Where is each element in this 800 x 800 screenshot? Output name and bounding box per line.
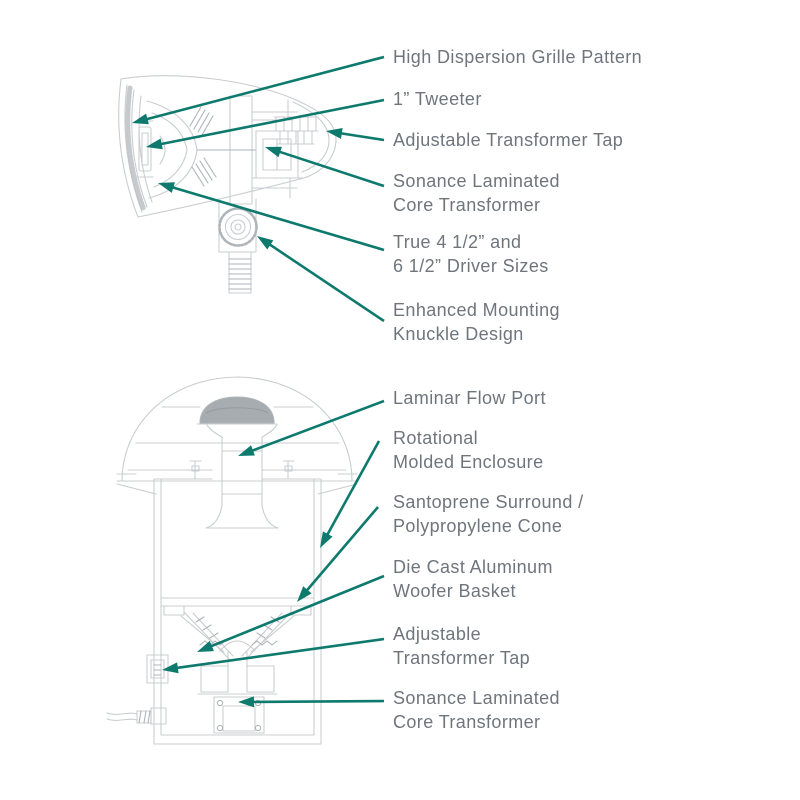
callout-arrowhead-adjustable-transformer-tap	[326, 128, 343, 139]
callout-label-santoprene-surround-polypropylene: Santoprene Surround / Polypropylene Cone	[393, 491, 584, 536]
callout-arrow-line-rotational-molded-enclosure	[325, 440, 381, 538]
callout-label-die-cast-aluminum: Die Cast Aluminum Woofer Basket	[393, 556, 553, 601]
callout-label-enhanced-mounting-knuckle: Enhanced Mounting Knuckle Design	[393, 299, 560, 344]
callout-arrow-line-1-tweeter	[158, 98, 385, 146]
callout-arrowhead-sonance-laminated-core	[238, 696, 255, 708]
callout-label-sonance-laminated-core: Sonance Laminated Core Transformer	[393, 687, 560, 732]
subwoofer-drawing	[106, 376, 358, 745]
callout-arrowhead-santoprene-surround-polypropylene	[297, 586, 312, 602]
callout-label-adjustable-transformer-tap: Adjustable Transformer Tap	[393, 129, 624, 150]
callout-arrowhead-rotational-molded-enclosure	[320, 531, 333, 548]
callout-arrowhead-laminar-flow-port	[238, 445, 255, 456]
callout-arrow-line-enhanced-mounting-knuckle	[267, 242, 385, 323]
callout-arrow-line-die-cast-aluminum	[208, 574, 385, 649]
callout-arrowhead-adjustable-transformer-tap	[162, 662, 179, 674]
callout-label-true-4-1: True 4 1/2” and 6 1/2” Driver Sizes	[393, 231, 549, 276]
satellite-speaker-drawing	[118, 75, 337, 294]
callout-label-high-dispersion-grille: High Dispersion Grille Pattern	[393, 46, 643, 67]
callout-arrow-line-laminar-flow-port	[249, 399, 385, 453]
callout-arrowhead-1-tweeter	[146, 138, 163, 150]
callout-label-adjustable-transformer-tap: Adjustable Transformer Tap	[393, 623, 531, 668]
callout-arrow-line-sonance-laminated-core	[250, 699, 385, 704]
callout-arrowhead-die-cast-aluminum	[197, 640, 214, 652]
callout-arrow-line-true-4-1	[170, 185, 385, 252]
callout-arrow-line-sonance-laminated-core	[276, 149, 385, 188]
callout-arrow-line-high-dispersion-grille	[144, 55, 385, 121]
callout-label-laminar-flow-port: Laminar Flow Port	[393, 387, 546, 408]
callout-arrow-line-adjustable-transformer-tap	[174, 637, 385, 670]
callout-arrowhead-high-dispersion-grille	[132, 113, 149, 125]
callout-label-rotational-molded-enclosure: Rotational Molded Enclosure	[393, 427, 544, 472]
callout-label-sonance-laminated-core: Sonance Laminated Core Transformer	[393, 170, 560, 215]
callout-arrowhead-enhanced-mounting-knuckle	[257, 236, 274, 250]
callout-label-1-tweeter: 1” Tweeter	[393, 88, 482, 109]
callout-arrow-line-santoprene-surround-polypropylene	[304, 506, 379, 593]
callout-arrow-line-adjustable-transformer-tap	[338, 131, 385, 142]
callout-arrows	[132, 55, 385, 708]
callout-arrowhead-sonance-laminated-core	[265, 146, 282, 158]
callout-arrowhead-true-4-1	[158, 182, 175, 193]
